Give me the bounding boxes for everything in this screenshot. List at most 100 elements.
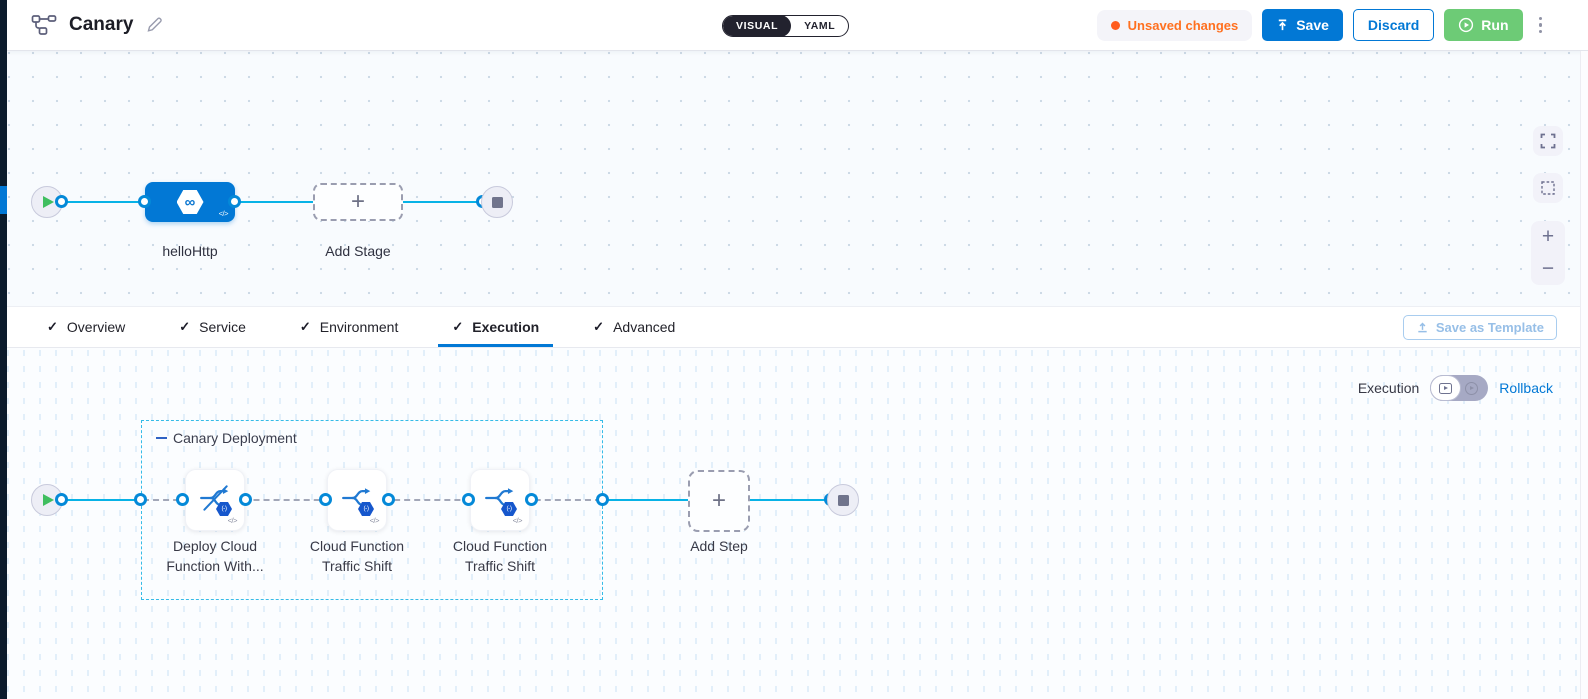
step-traffic-shift-1[interactable]: (-) </> bbox=[327, 469, 387, 531]
step1-left-port[interactable] bbox=[176, 493, 189, 506]
step-deploy-cloud-function[interactable]: (-) </> bbox=[185, 469, 245, 531]
execution-mode-selected[interactable] bbox=[1430, 375, 1462, 401]
stage-right-port[interactable] bbox=[228, 195, 241, 208]
step-label-line: Traffic Shift bbox=[321, 558, 393, 574]
tab-execution[interactable]: ✓ Execution bbox=[438, 307, 554, 347]
group-right-port[interactable] bbox=[596, 493, 609, 506]
tab-label: Advanced bbox=[613, 319, 676, 335]
start-play-icon bbox=[43, 494, 54, 506]
step-label-line: Deploy Cloud bbox=[172, 538, 258, 554]
step-label-line: Function With... bbox=[166, 558, 264, 574]
execution-mode-label: Execution bbox=[1357, 380, 1420, 396]
header-actions: Unsaved changes Save Discard Run bbox=[1096, 9, 1588, 41]
code-icon: </> bbox=[218, 209, 229, 218]
check-icon: ✓ bbox=[593, 319, 605, 334]
plus-icon: + bbox=[711, 487, 726, 514]
step-traffic-shift-2[interactable]: (-) </> bbox=[470, 469, 530, 531]
infinity-glyph: ∞ bbox=[184, 193, 196, 211]
connector-start-to-group bbox=[55, 499, 143, 501]
execution-rollback-switch[interactable] bbox=[1430, 375, 1489, 401]
canary-deployment-group[interactable]: Canary Deployment bbox=[141, 420, 603, 600]
template-upload-icon bbox=[1418, 322, 1427, 333]
add-stage-label: Add Stage bbox=[325, 243, 391, 259]
stage-connector-line bbox=[55, 201, 485, 203]
start-node-port[interactable] bbox=[55, 195, 68, 208]
tab-environment[interactable]: ✓ Environment bbox=[286, 307, 413, 347]
step3-left-port[interactable] bbox=[462, 493, 475, 506]
step-label-line: Cloud Function bbox=[452, 538, 548, 554]
connector-addstep-to-end bbox=[750, 499, 830, 501]
active-tab-underline bbox=[438, 344, 554, 347]
rollback-link[interactable]: Rollback bbox=[1499, 380, 1553, 396]
multi-select-button[interactable] bbox=[1533, 173, 1563, 203]
step2-right-port[interactable] bbox=[382, 493, 395, 506]
zoom-in-button[interactable]: + bbox=[1541, 225, 1555, 248]
cloud-function-badge-icon: (-) bbox=[501, 502, 517, 516]
stage-graph-canvas[interactable]: ∞ </> helloHttp + Add Stage + − bbox=[7, 51, 1580, 307]
save-as-template-button[interactable]: Save as Template bbox=[1402, 315, 1557, 340]
group-label-row: Canary Deployment bbox=[156, 430, 297, 446]
stage-tab-bar: ✓ Overview ✓ Service ✓ Environment ✓ Exe… bbox=[7, 307, 1580, 348]
check-icon: ✓ bbox=[179, 319, 191, 334]
toggle-visual[interactable]: VISUAL bbox=[723, 16, 792, 36]
discard-button[interactable]: Discard bbox=[1352, 9, 1435, 41]
check-icon: ✓ bbox=[47, 319, 58, 334]
unsaved-dot-icon bbox=[1110, 20, 1120, 30]
left-nav-strip bbox=[0, 0, 7, 699]
kebab-dot bbox=[1538, 23, 1542, 27]
edit-pencil-icon[interactable] bbox=[145, 16, 163, 34]
code-icon: </> bbox=[369, 516, 380, 525]
add-step-button[interactable]: + bbox=[688, 470, 750, 532]
stage-left-port[interactable] bbox=[138, 195, 151, 208]
group-left-port[interactable] bbox=[134, 493, 147, 506]
step1-right-port[interactable] bbox=[239, 493, 252, 506]
scrollbar-track[interactable] bbox=[1580, 51, 1588, 699]
code-icon: </> bbox=[227, 516, 238, 525]
plus-icon: + bbox=[350, 188, 365, 215]
unsaved-changes-badge: Unsaved changes bbox=[1096, 9, 1253, 41]
zoom-controls: + − bbox=[1531, 221, 1565, 285]
header-left: Canary bbox=[7, 14, 163, 36]
upload-icon bbox=[1279, 19, 1287, 31]
dash-grid-background bbox=[7, 348, 1580, 699]
fit-to-screen-button[interactable] bbox=[1533, 126, 1563, 156]
save-button[interactable]: Save bbox=[1262, 9, 1343, 41]
add-step-label: Add Step bbox=[690, 538, 748, 554]
page-title: Canary bbox=[69, 14, 134, 35]
pipeline-end-node[interactable] bbox=[481, 186, 513, 218]
add-stage-button[interactable]: + bbox=[313, 183, 403, 221]
execution-end-node[interactable] bbox=[827, 484, 859, 516]
step3-right-port[interactable] bbox=[525, 493, 538, 506]
visual-yaml-toggle[interactable]: VISUAL YAML bbox=[722, 15, 850, 37]
run-button-label: Run bbox=[1481, 17, 1509, 33]
tab-service[interactable]: ✓ Service bbox=[165, 307, 260, 347]
run-play-icon bbox=[1459, 17, 1474, 33]
execution-start-port[interactable] bbox=[55, 493, 68, 506]
step1-label: Deploy Cloud Function With... bbox=[145, 536, 285, 576]
pipeline-icon bbox=[31, 15, 57, 35]
kebab-dot bbox=[1538, 16, 1542, 21]
stage-node-hellohttp[interactable]: ∞ </> bbox=[145, 182, 235, 222]
group-label: Canary Deployment bbox=[173, 430, 297, 446]
zoom-out-button[interactable]: − bbox=[1541, 257, 1555, 280]
save-as-template-label: Save as Template bbox=[1435, 320, 1544, 335]
more-options-button[interactable] bbox=[1533, 13, 1549, 38]
execution-graph-canvas[interactable]: Execution Rollback Canary Deployment bbox=[7, 348, 1580, 699]
tab-advanced[interactable]: ✓ Advanced bbox=[579, 307, 689, 347]
tab-label: Execution bbox=[472, 319, 540, 335]
check-icon: ✓ bbox=[299, 319, 311, 334]
run-button[interactable]: Run bbox=[1444, 9, 1523, 41]
stop-square-icon bbox=[837, 494, 849, 506]
tab-label: Overview bbox=[66, 319, 126, 335]
tab-label: Service bbox=[199, 319, 246, 335]
cloud-function-badge-icon: (-) bbox=[358, 502, 374, 516]
rollback-circle-icon[interactable] bbox=[1465, 381, 1479, 395]
execution-steps-icon bbox=[1439, 382, 1453, 394]
tab-overview[interactable]: ✓ Overview bbox=[33, 307, 139, 347]
step2-left-port[interactable] bbox=[319, 493, 332, 506]
save-button-label: Save bbox=[1296, 17, 1329, 33]
check-icon: ✓ bbox=[452, 319, 464, 334]
toggle-yaml[interactable]: YAML bbox=[804, 20, 836, 32]
active-row-indicator bbox=[0, 186, 7, 214]
step3-label: Cloud Function Traffic Shift bbox=[430, 536, 570, 576]
